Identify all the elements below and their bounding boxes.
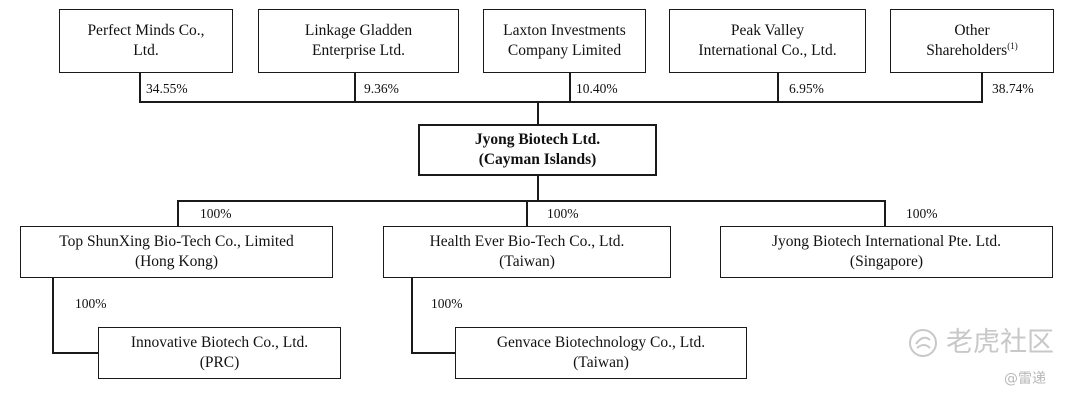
sub-subsidiary-jurisdiction: (Taiwan) [573, 354, 629, 371]
ownership-percentage: 10.40% [576, 81, 618, 96]
connector [777, 72, 779, 102]
ownership-percentage: 6.95% [789, 81, 824, 96]
ownership-percentage: 100% [547, 206, 579, 221]
shareholder-name-line2: Company Limited [507, 42, 622, 59]
connector [139, 72, 141, 102]
shareholder-box: Laxton Investments Company Limited [483, 9, 646, 73]
subsidiary-jurisdiction: (Hong Kong) [134, 253, 219, 270]
shareholder-box: Peak Valley International Co., Ltd. [669, 9, 866, 73]
watermark-handle: @雷递 [1004, 371, 1046, 387]
footnote-marker: (1) [1007, 40, 1018, 51]
connector [411, 352, 456, 354]
connector [52, 277, 54, 353]
subsidiary-name: Top ShunXing Bio-Tech Co., Limited [59, 233, 294, 250]
shareholder-name-line1: Perfect Minds Co., [87, 22, 205, 39]
shareholder-name-line1: Peak Valley [730, 22, 805, 39]
shareholder-box: Linkage Gladden Enterprise Ltd. [258, 9, 459, 73]
sub-subsidiary-box: Genvace Biotechnology Co., Ltd. (Taiwan) [455, 327, 747, 379]
connector [569, 72, 571, 102]
parent-company-box: Jyong Biotech Ltd. (Cayman Islands) [418, 124, 657, 176]
subsidiary-name: Health Ever Bio-Tech Co., Ltd. [429, 233, 625, 250]
ownership-percentage: 38.74% [992, 81, 1034, 96]
parent-name: Jyong Biotech Ltd. [474, 131, 601, 148]
ownership-percentage: 100% [75, 296, 107, 311]
shareholder-box: Other Shareholders(1) [890, 9, 1054, 73]
sub-subsidiary-jurisdiction: (PRC) [199, 354, 240, 371]
shareholder-name-line1: Linkage Gladden [304, 22, 413, 39]
shareholder-name-line2: International Co., Ltd. [698, 42, 837, 59]
shareholder-name-line2: Ltd. [133, 42, 159, 59]
connector [537, 175, 539, 201]
ownership-percentage: 9.36% [364, 81, 399, 96]
parent-jurisdiction: (Cayman Islands) [478, 151, 597, 168]
sub-subsidiary-box: Innovative Biotech Co., Ltd. (PRC) [98, 327, 341, 379]
sub-subsidiary-name: Innovative Biotech Co., Ltd. [130, 334, 309, 351]
shareholder-box: Perfect Minds Co., Ltd. [59, 9, 233, 73]
connector [177, 200, 886, 202]
connector [177, 200, 179, 227]
subsidiary-name: Jyong Biotech International Pte. Ltd. [771, 233, 1001, 250]
shareholder-name-line2: Shareholders(1) [926, 40, 1018, 59]
connector [981, 72, 983, 102]
subsidiary-jurisdiction: (Singapore) [849, 253, 924, 270]
connector [526, 200, 528, 227]
shareholder-name-line2: Enterprise Ltd. [312, 42, 405, 59]
connector [411, 277, 413, 353]
ownership-percentage: 100% [906, 206, 938, 221]
connector [139, 101, 983, 103]
connector [52, 352, 99, 354]
subsidiary-box: Jyong Biotech International Pte. Ltd. (S… [720, 226, 1053, 278]
tiger-logo-icon [909, 329, 937, 357]
sub-subsidiary-name: Genvace Biotechnology Co., Ltd. [496, 334, 706, 351]
connector [884, 200, 886, 227]
ownership-percentage: 100% [200, 206, 232, 221]
ownership-percentage: 100% [431, 296, 463, 311]
connector [354, 72, 356, 102]
subsidiary-box: Top ShunXing Bio-Tech Co., Limited (Hong… [20, 226, 333, 278]
subsidiary-jurisdiction: (Taiwan) [499, 253, 555, 270]
subsidiary-box: Health Ever Bio-Tech Co., Ltd. (Taiwan) [383, 226, 671, 278]
ownership-percentage: 34.55% [146, 81, 188, 96]
watermark-text: 老虎社区 [946, 327, 1054, 358]
connector [537, 101, 539, 125]
shareholder-name-line1: Other [954, 22, 990, 39]
shareholder-name-line1: Laxton Investments [503, 22, 626, 39]
